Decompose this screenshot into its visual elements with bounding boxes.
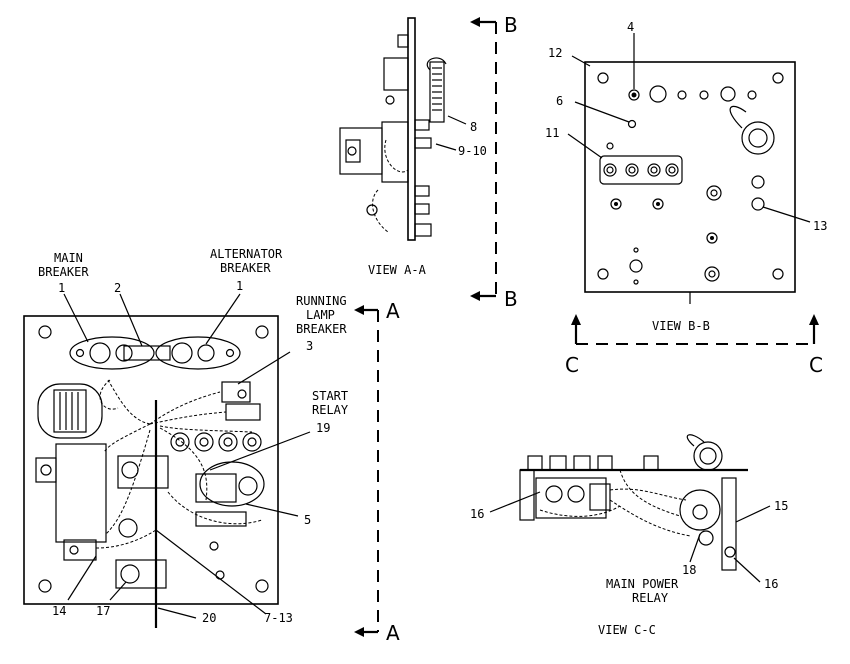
section-marker-c-left: C — [565, 353, 579, 377]
section-marker-a-top: A — [386, 299, 400, 323]
section-line-a — [354, 305, 379, 637]
start-relay-label-line2: RELAY — [312, 403, 349, 417]
alternator-breaker-label-line1: ALTERNATOR — [210, 247, 283, 261]
callout-18: 18 — [682, 563, 696, 577]
view-cc-title: VIEW C-C — [598, 623, 656, 637]
main-panel-drawing — [23, 293, 311, 628]
callout-5: 5 — [304, 513, 311, 527]
callout-6: 6 — [556, 94, 563, 108]
callout-17: 17 — [96, 604, 110, 618]
callout-20: 20 — [202, 611, 216, 625]
running-lamp-breaker-label-line2: LAMP — [306, 308, 335, 322]
view-bb-drawing — [567, 33, 811, 293]
callout-8: 8 — [470, 120, 477, 134]
callout-9-10: 9-10 — [458, 144, 487, 158]
callout-4: 4 — [627, 20, 634, 34]
callout-11: 11 — [545, 126, 559, 140]
callout-2: 2 — [114, 281, 121, 295]
callout-16-right: 16 — [764, 577, 778, 591]
callout-7-13: 7-13 — [264, 611, 293, 625]
section-line-c — [571, 314, 819, 345]
callout-15: 15 — [774, 499, 788, 513]
callout-13: 13 — [813, 219, 827, 233]
callout-1-alternator: 1 — [236, 279, 243, 293]
view-aa-title: VIEW A-A — [368, 263, 427, 277]
callout-3: 3 — [306, 339, 313, 353]
view-cc-drawing — [489, 434, 771, 583]
section-marker-b-bottom: B — [504, 287, 518, 311]
callout-12: 12 — [548, 46, 562, 60]
section-marker-a-bottom: A — [386, 621, 400, 645]
start-relay-label-line1: START — [312, 389, 348, 403]
main-power-relay-label-line1: MAIN POWER — [606, 577, 679, 591]
alternator-breaker-label-line2: BREAKER — [220, 261, 271, 275]
running-lamp-breaker-label-line1: RUNNING — [296, 294, 347, 308]
main-power-relay-label-line2: RELAY — [632, 591, 669, 605]
view-aa-drawing — [339, 17, 467, 241]
running-lamp-breaker-label-line3: BREAKER — [296, 322, 347, 336]
callout-1-main: 1 — [58, 281, 65, 295]
section-line-b — [470, 17, 497, 301]
callout-14: 14 — [52, 604, 66, 618]
section-marker-c-right: C — [809, 353, 823, 377]
main-breaker-label-line2: BREAKER — [38, 265, 89, 279]
view-bb-title: VIEW B-B — [652, 319, 710, 333]
callout-16-left: 16 — [470, 507, 484, 521]
main-breaker-label-line1: MAIN — [54, 251, 83, 265]
section-marker-b-top: B — [504, 13, 518, 37]
callout-19: 19 — [316, 421, 330, 435]
